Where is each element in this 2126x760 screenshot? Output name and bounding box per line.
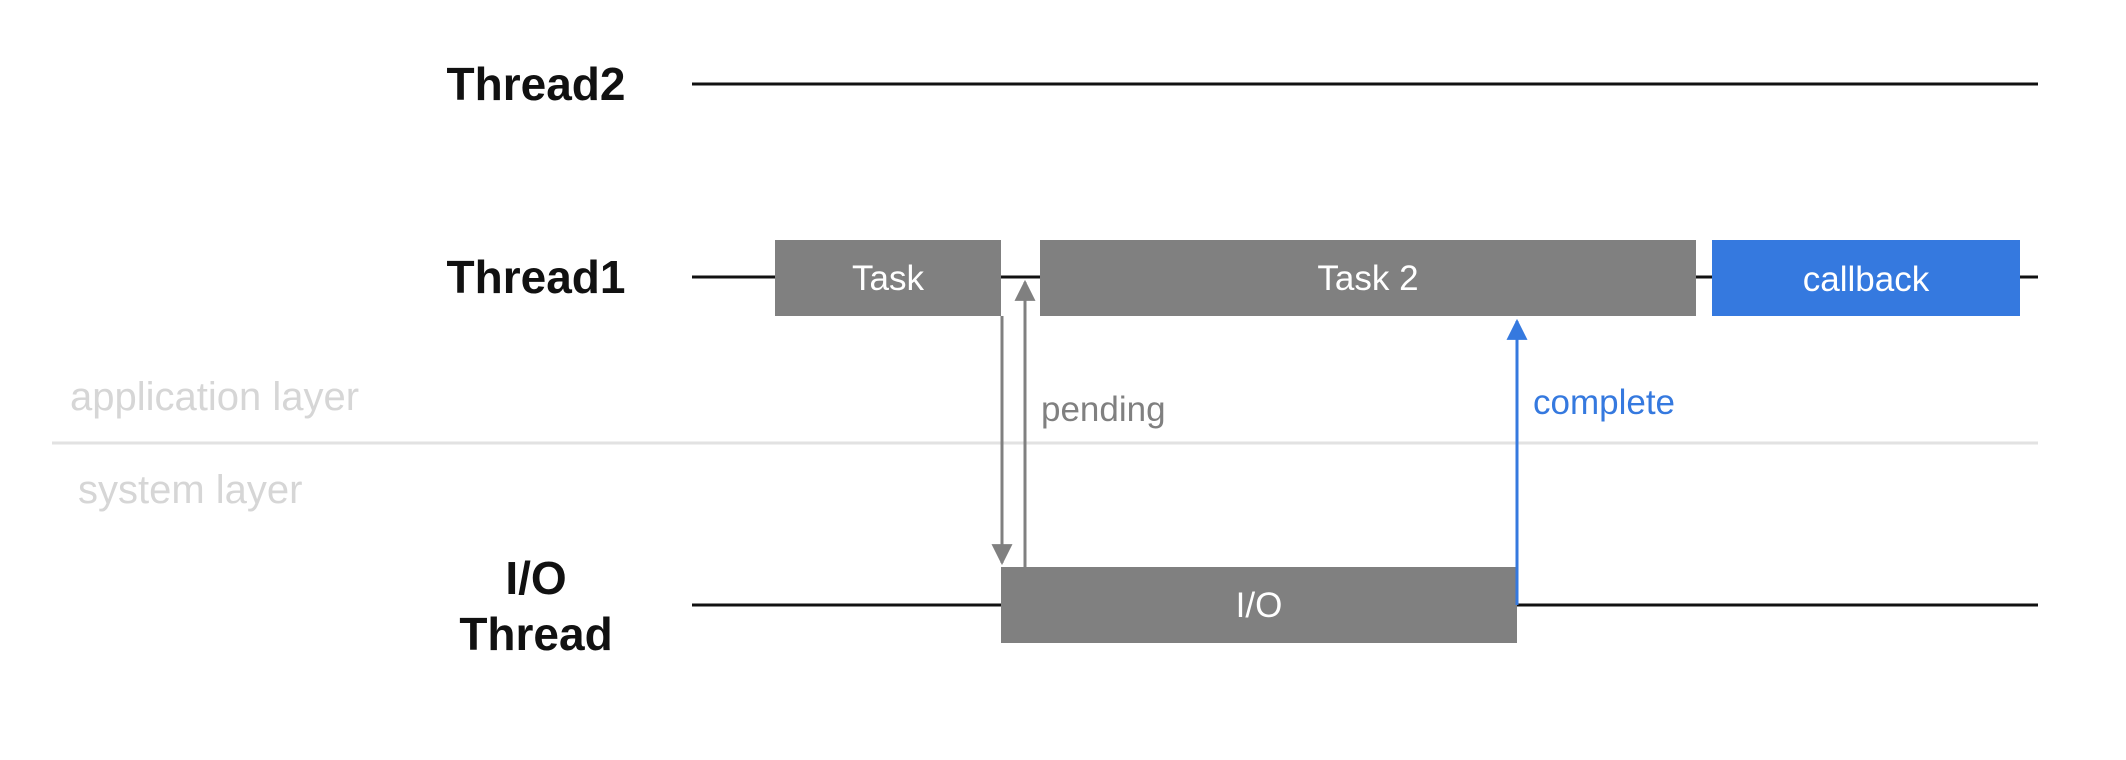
callback-block — [1712, 240, 2020, 316]
application-layer-label: application layer — [70, 375, 359, 419]
pending-label: pending — [1041, 390, 1166, 429]
thread1-label: Thread1 — [447, 251, 626, 303]
task-block — [775, 240, 1001, 316]
task2-block-label: Task 2 — [1317, 259, 1418, 298]
io-thread-label-line1: I/O — [505, 552, 566, 604]
io-block-label: I/O — [1236, 586, 1283, 625]
callback-block-label: callback — [1803, 260, 1930, 299]
system-layer-label: system layer — [78, 468, 303, 512]
thread2-label: Thread2 — [447, 58, 626, 110]
task-block-label: Task — [852, 259, 924, 298]
io-block — [1001, 567, 1517, 643]
task2-block — [1040, 240, 1696, 316]
complete-label: complete — [1533, 383, 1675, 422]
io-thread-label-line2: Thread — [459, 608, 612, 660]
